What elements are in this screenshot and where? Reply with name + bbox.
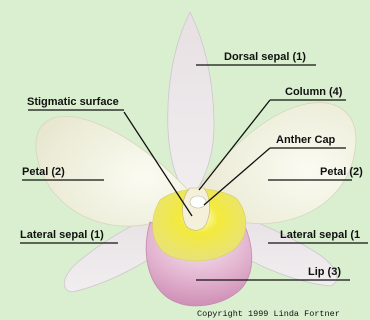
label-lateral-sepal-right: Lateral sepal (1: [280, 229, 360, 241]
label-petal-right: Petal (2): [320, 166, 363, 178]
label-stigmatic-surface: Stigmatic surface: [27, 96, 119, 108]
label-column: Column (4): [285, 86, 343, 98]
label-anther-cap: Anther Cap: [276, 134, 336, 146]
label-dorsal-sepal: Dorsal sepal (1): [224, 51, 306, 63]
column: [183, 188, 210, 230]
label-lip: Lip (3): [308, 266, 341, 278]
copyright-text: Copyright 1999 Linda Fortner: [197, 309, 340, 319]
label-petal-left: Petal (2): [22, 166, 65, 178]
anther-cap: [190, 196, 206, 208]
label-lateral-sepal-left: Lateral sepal (1): [20, 229, 104, 241]
